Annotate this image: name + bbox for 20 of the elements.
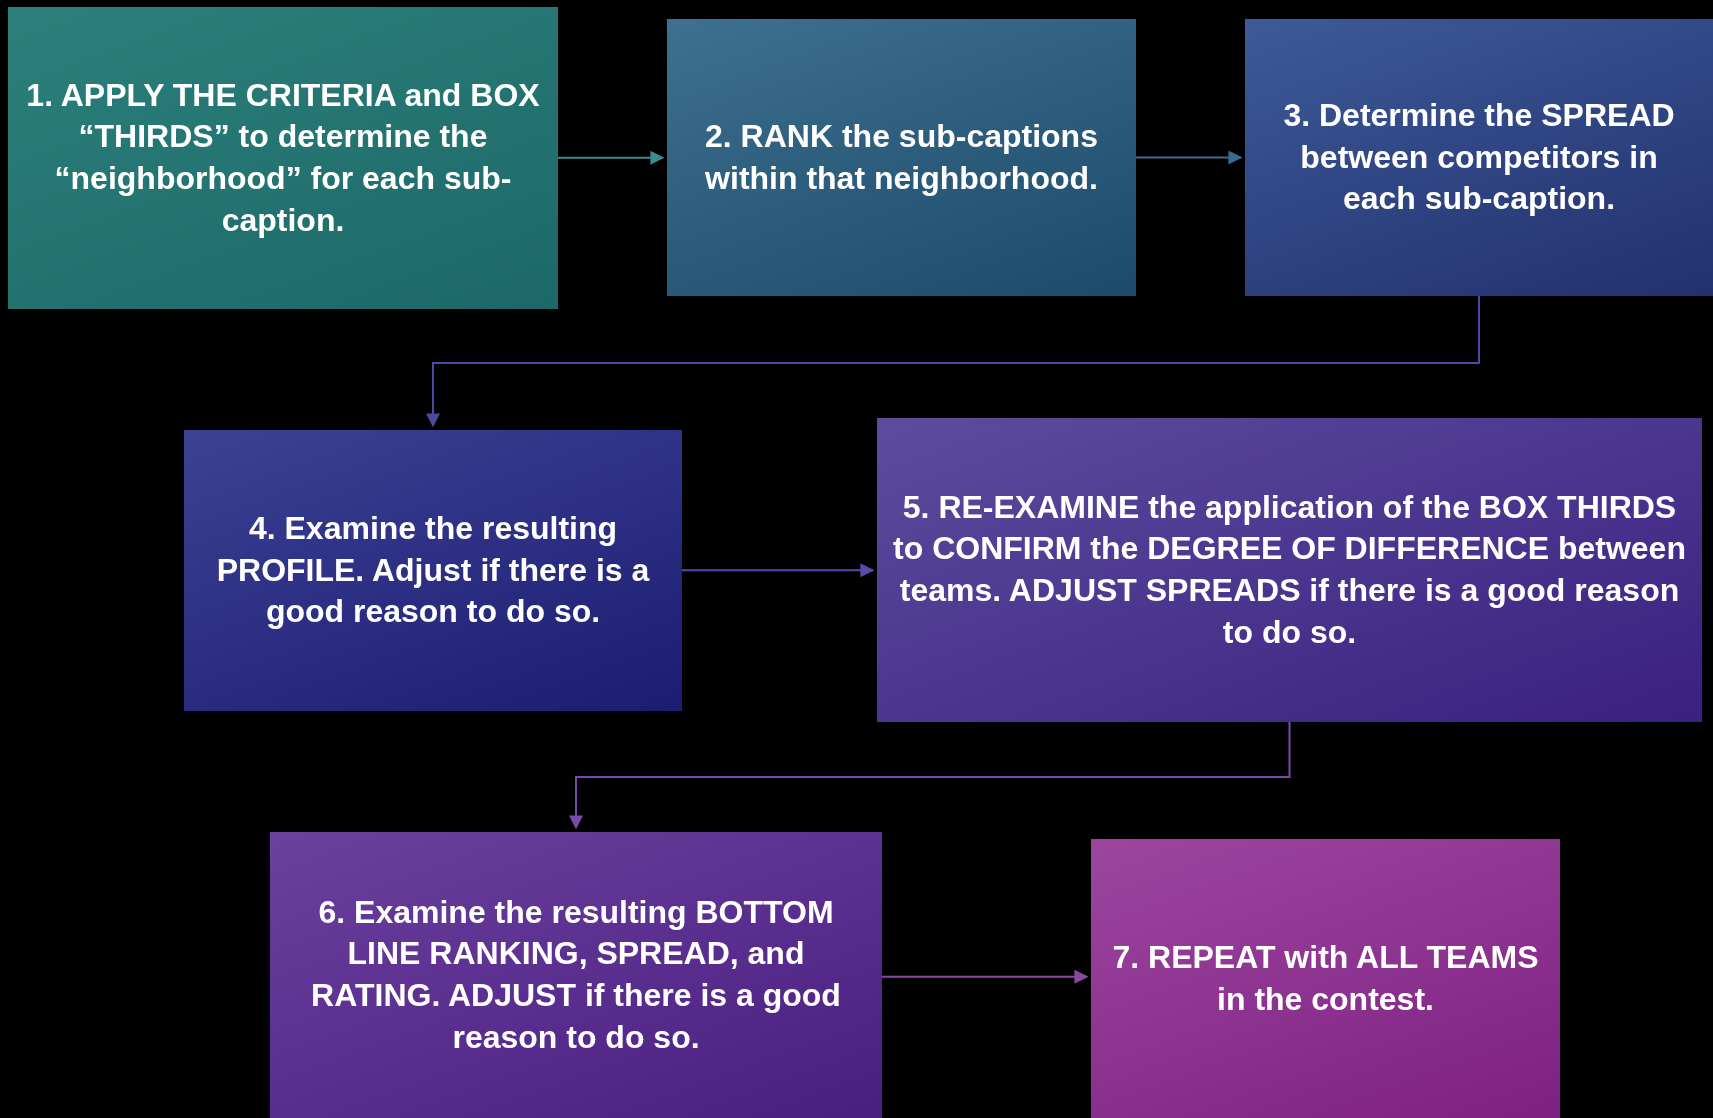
arrow: [681, 563, 875, 578]
step-text: 4. Examine the resulting PROFILE. Adjust if there is a good reason to do so.: [215, 509, 651, 632]
step-text: 2. RANK the sub-captions within that neighborhood.: [704, 116, 1099, 198]
step-text: 5. RE-EXAMINE the application of the BOX THIRDS to CONFIRM the DEGREE OF DIFFERENCE between teams. ADJUST SPREADS if there is a good reason to do so.: [893, 487, 1686, 652]
step-text: 7. REPEAT with ALL TEAMS in the contest.: [1111, 937, 1540, 1019]
arrow: [1135, 150, 1243, 165]
step-text: 1. APPLY THE CRITERIA and BOX “THIRDS” to determine the “neighborhood” for each sub-caption.: [25, 75, 541, 240]
process-box: [270, 832, 882, 1118]
process-box: [8, 7, 558, 309]
arrow: [557, 150, 665, 165]
arrow: [569, 721, 1291, 830]
arrow: [881, 969, 1089, 984]
process-box: [1245, 19, 1713, 296]
process-box: [667, 19, 1136, 296]
arrow: [426, 295, 1480, 428]
process-box: [877, 418, 1702, 722]
process-box: [184, 430, 682, 711]
process-box: [1091, 839, 1560, 1118]
step-text: 6. Examine the resulting BOTTOM LINE RANKING, SPREAD, and RATING. ADJUST if there is a good reason to do so.: [310, 892, 842, 1057]
step-text: 3. Determine the SPREAD between competitors in each sub-caption.: [1282, 96, 1676, 219]
